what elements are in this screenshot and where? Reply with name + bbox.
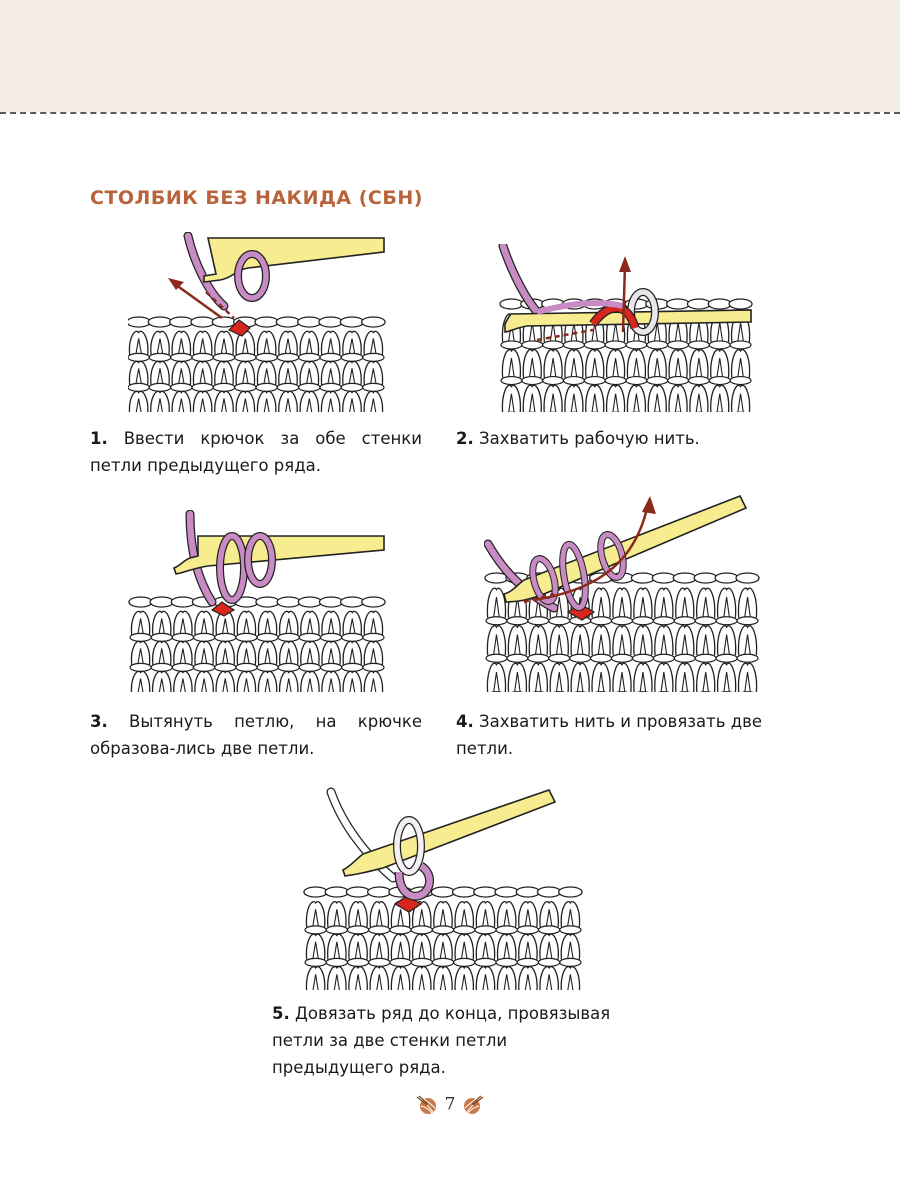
step-5-caption: 5. Довязать ряд до конца, провязывая пет…	[272, 1000, 612, 1081]
step-number: 3.	[90, 712, 108, 731]
section-title: СТОЛБИК БЕЗ НАКИДА (СБН)	[90, 187, 423, 209]
step-number: 4.	[456, 712, 474, 731]
step-4-illustration	[484, 494, 760, 692]
step-number: 5.	[272, 1004, 290, 1023]
step-2-caption: 2. Захватить рабочую нить.	[456, 425, 786, 452]
step-2-illustration	[498, 244, 753, 412]
yarn-ball-icon	[416, 1095, 436, 1114]
step-number: 1.	[90, 429, 108, 448]
step-text: Довязать ряд до конца, провязывая петли …	[272, 1004, 611, 1077]
step-3-illustration	[128, 510, 386, 692]
yarn-ball-icon	[464, 1095, 484, 1114]
fabric-rows	[499, 298, 753, 412]
fabric-rows	[128, 316, 386, 412]
fabric-rows	[128, 596, 386, 692]
step-3-caption: 3. Вытянуть петлю, на крючке образова-ли…	[90, 708, 422, 762]
page-footer: 7	[0, 1094, 900, 1115]
step-1-caption: 1. Ввести крючок за обе стенки петли пре…	[90, 425, 422, 479]
step-4-caption: 4. Захватить нить и провязать две петли.	[456, 708, 816, 762]
page-number: 7	[444, 1094, 456, 1115]
step-text: Вытянуть петлю, на крючке образова-лись …	[90, 712, 422, 758]
header-band	[0, 0, 900, 112]
step-text: Захватить рабочую нить.	[479, 429, 700, 448]
step-1-illustration	[128, 232, 386, 412]
fabric-rows	[303, 886, 583, 990]
step-5-illustration	[303, 787, 583, 990]
header-dashed-line	[0, 112, 900, 114]
step-text: Ввести крючок за обе стенки петли предыд…	[90, 429, 422, 475]
step-text: Захватить нить и провязать две петли.	[456, 712, 763, 758]
step-number: 2.	[456, 429, 474, 448]
